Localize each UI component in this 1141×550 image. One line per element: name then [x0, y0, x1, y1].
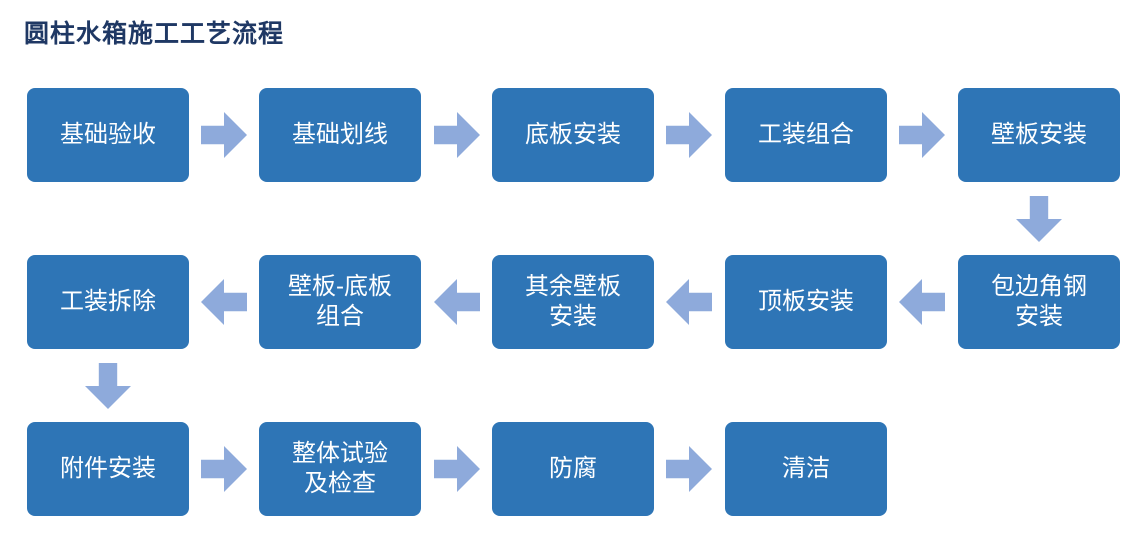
- flow-step-1-5: 壁板安装: [958, 88, 1120, 182]
- flow-step-label: 底板安装: [525, 121, 621, 148]
- flow-step-3-3: 防腐: [492, 422, 654, 516]
- flow-step-2-5: 工装拆除: [27, 255, 189, 349]
- flow-step-label: 工装组合: [758, 121, 854, 148]
- flow-arrow-right-icon: [201, 446, 247, 492]
- flow-step-2-4: 壁板-底板 组合: [259, 255, 421, 349]
- flow-arrow-down-icon: [85, 363, 131, 409]
- flow-step-2-1: 包边角钢 安装: [958, 255, 1120, 349]
- flow-step-label: 其余壁板 安装: [525, 273, 621, 330]
- flow-arrow-right-icon: [666, 446, 712, 492]
- flow-step-1-1: 基础验收: [27, 88, 189, 182]
- flow-step-1-2: 基础划线: [259, 88, 421, 182]
- flow-step-3-2: 整体试验 及检查: [259, 422, 421, 516]
- flow-step-2-2: 顶板安装: [725, 255, 887, 349]
- flow-step-label: 清洁: [782, 455, 830, 482]
- flow-step-label: 包边角钢 安装: [991, 273, 1087, 330]
- flow-step-2-3: 其余壁板 安装: [492, 255, 654, 349]
- flow-arrow-down-icon: [1016, 196, 1062, 242]
- flow-step-3-4: 清洁: [725, 422, 887, 516]
- flow-step-label: 整体试验 及检查: [292, 440, 388, 497]
- flow-step-1-4: 工装组合: [725, 88, 887, 182]
- flow-arrow-right-icon: [666, 112, 712, 158]
- flow-arrow-left-icon: [899, 279, 945, 325]
- flow-arrow-left-icon: [434, 279, 480, 325]
- flow-arrow-right-icon: [201, 112, 247, 158]
- flow-step-label: 壁板安装: [991, 121, 1087, 148]
- flow-step-label: 防腐: [549, 455, 597, 482]
- flow-step-label: 基础划线: [292, 121, 388, 148]
- flow-arrow-right-icon: [434, 112, 480, 158]
- flow-step-label: 壁板-底板 组合: [288, 273, 392, 330]
- flow-arrow-left-icon: [201, 279, 247, 325]
- flow-arrow-right-icon: [899, 112, 945, 158]
- flow-step-label: 工装拆除: [60, 288, 156, 315]
- flow-step-1-3: 底板安装: [492, 88, 654, 182]
- flow-step-label: 基础验收: [60, 121, 156, 148]
- flow-step-label: 附件安装: [60, 455, 156, 482]
- flow-step-label: 顶板安装: [758, 288, 854, 315]
- page-title: 圆柱水箱施工工艺流程: [24, 20, 285, 48]
- flow-arrow-left-icon: [666, 279, 712, 325]
- flow-arrow-right-icon: [434, 446, 480, 492]
- flow-step-3-1: 附件安装: [27, 422, 189, 516]
